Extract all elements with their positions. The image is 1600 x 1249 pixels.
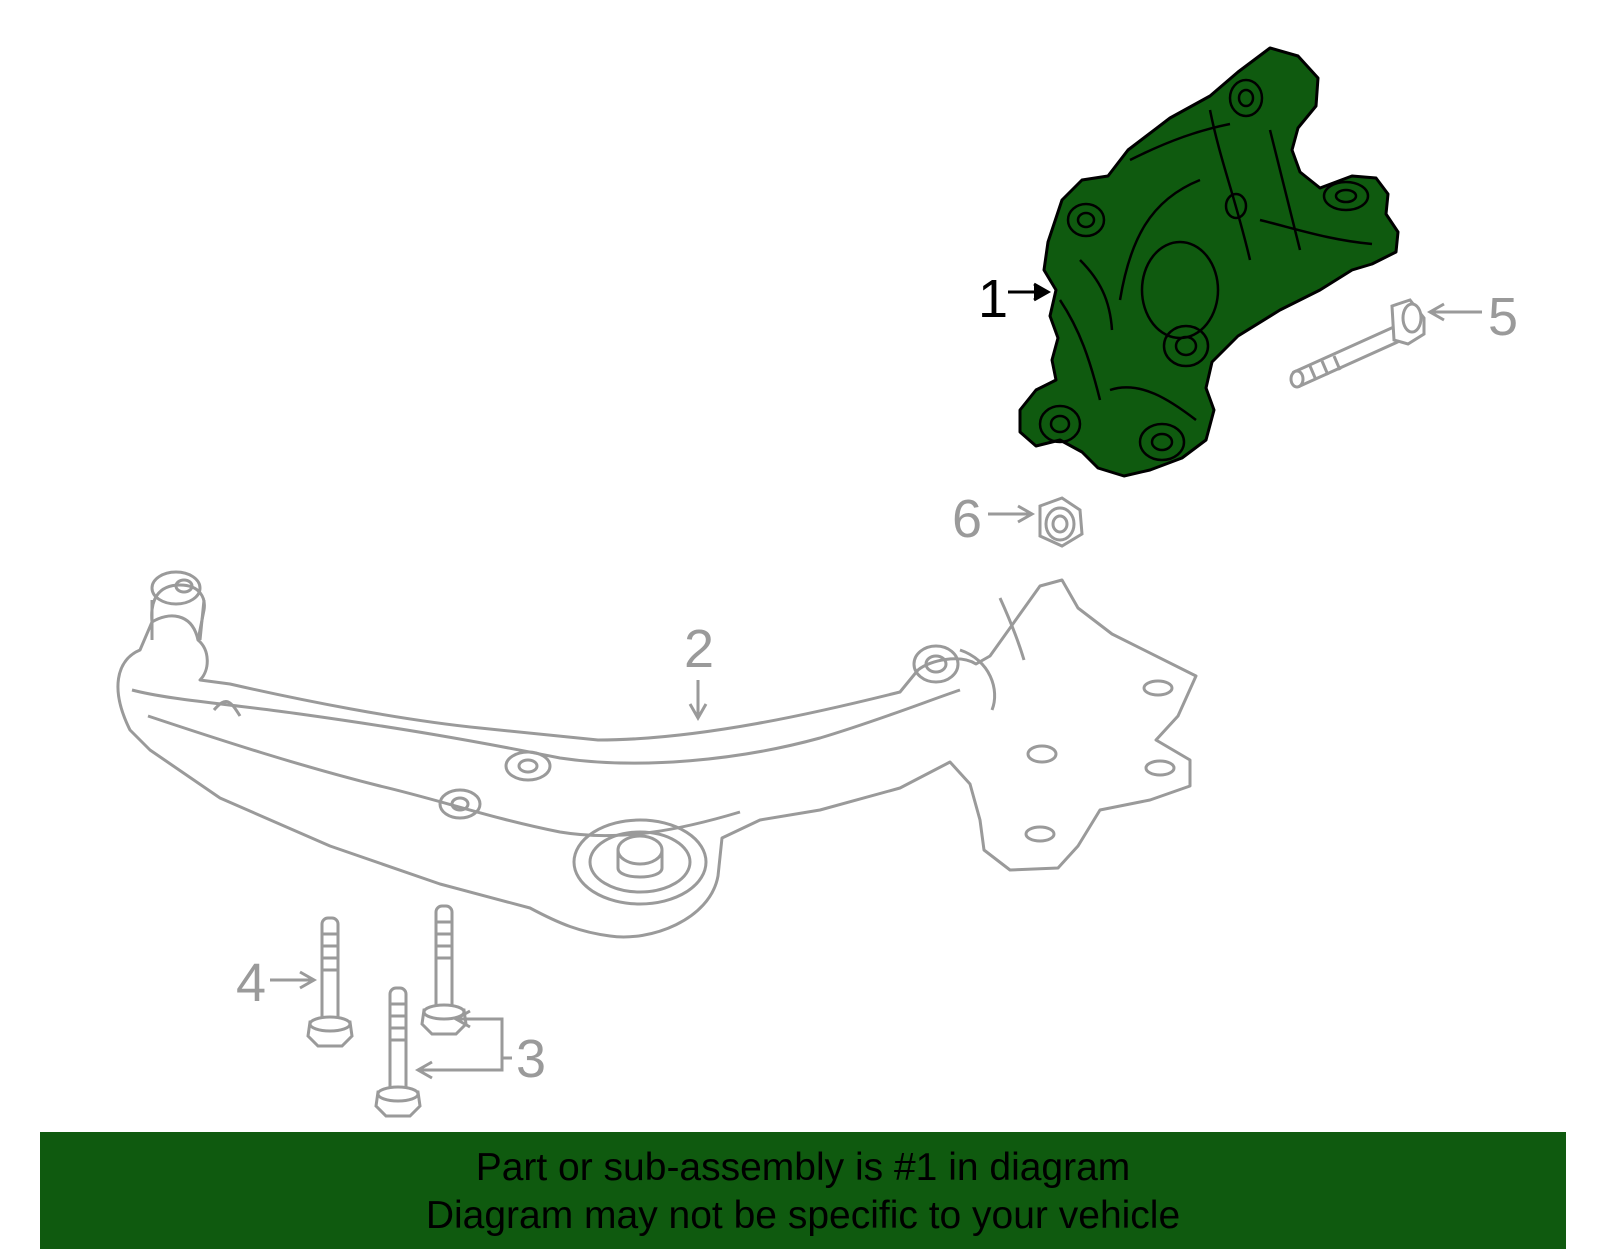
lower-control-arm[interactable] [116, 570, 1198, 939]
banner-line-2: Diagram may not be specific to your vehi… [425, 1194, 1181, 1237]
callout-1[interactable]: 1 [978, 269, 1009, 329]
disclaimer-banner: Part or sub-assembly is #1 in diagram Di… [40, 1132, 1566, 1249]
callout-3[interactable]: 3 [516, 1029, 547, 1089]
callout-leaders [270, 282, 1482, 1080]
callout-5[interactable]: 5 [1488, 287, 1519, 347]
nut[interactable] [1038, 496, 1084, 548]
callout-4[interactable]: 4 [236, 953, 267, 1013]
callout-6[interactable]: 6 [952, 489, 983, 549]
parts-diagram [116, 46, 1482, 1118]
callout-2[interactable]: 2 [684, 619, 715, 679]
knuckle-bolt[interactable] [1289, 298, 1426, 389]
mounting-bolt[interactable] [306, 916, 354, 1048]
mounting-bolts[interactable] [374, 904, 468, 1118]
steering-knuckle[interactable] [1018, 46, 1400, 478]
leader-3 [420, 1017, 512, 1072]
banner-line-1: Part or sub-assembly is #1 in diagram [475, 1146, 1131, 1189]
